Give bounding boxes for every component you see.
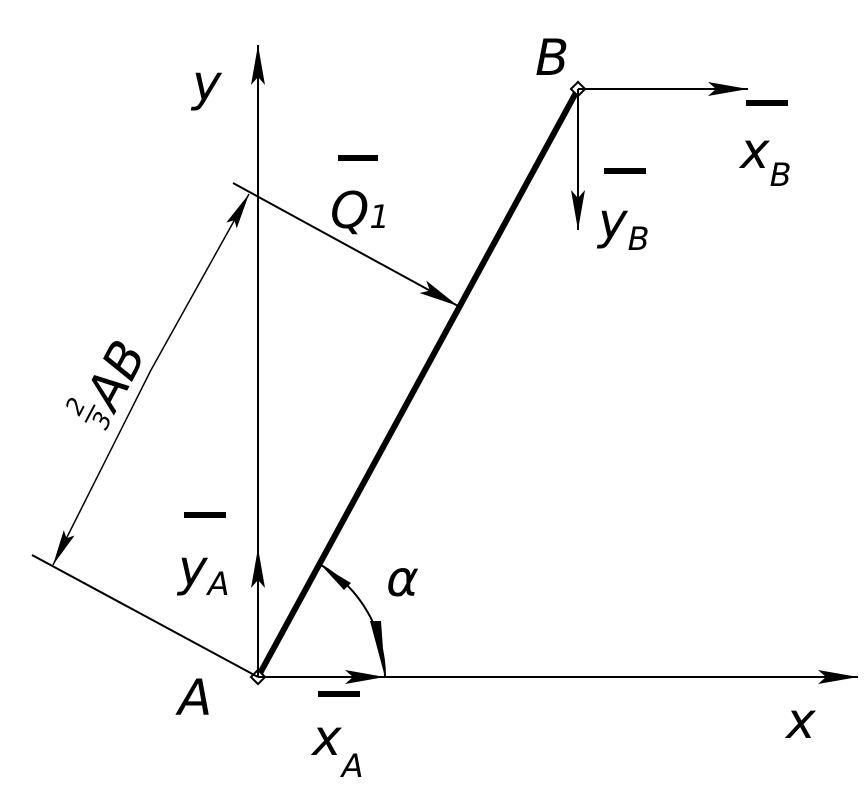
q1-subscript: 1 bbox=[369, 198, 389, 236]
ya-subscript: A bbox=[206, 565, 230, 603]
xb-symbol: x bbox=[738, 122, 770, 180]
xa-subscript: A bbox=[340, 747, 364, 785]
ya-label: yA bbox=[176, 539, 229, 603]
xb-subscript: B bbox=[770, 156, 792, 194]
dimension-label: 2 3 AB bbox=[60, 331, 158, 434]
yb-subscript: B bbox=[628, 220, 650, 258]
yb-label: yB bbox=[596, 192, 650, 258]
q1-label: Q1 bbox=[330, 182, 390, 240]
angle-arrow-start bbox=[321, 565, 351, 590]
x-axis-label: x bbox=[784, 692, 816, 750]
dimension-extension-line bbox=[31, 554, 259, 678]
y-axis-label: y bbox=[190, 54, 223, 112]
xa-symbol: x bbox=[310, 709, 342, 767]
point-b-label: B bbox=[535, 29, 569, 87]
ya-symbol: y bbox=[176, 539, 209, 597]
dimension-line bbox=[52, 369, 152, 566]
angle-alpha-label: α bbox=[386, 550, 419, 608]
yb-symbol: y bbox=[596, 192, 629, 250]
q1-symbol: Q bbox=[330, 182, 369, 240]
xa-label: xA bbox=[310, 709, 363, 785]
xb-label: xB bbox=[738, 122, 792, 194]
point-a-label: A bbox=[175, 669, 212, 727]
dimension-fraction-bar bbox=[84, 404, 96, 423]
beam-ab bbox=[255, 87, 581, 679]
load-q1-line bbox=[232, 182, 459, 307]
angle-arrow-end bbox=[370, 621, 385, 677]
dimension-line-upper bbox=[150, 193, 250, 371]
